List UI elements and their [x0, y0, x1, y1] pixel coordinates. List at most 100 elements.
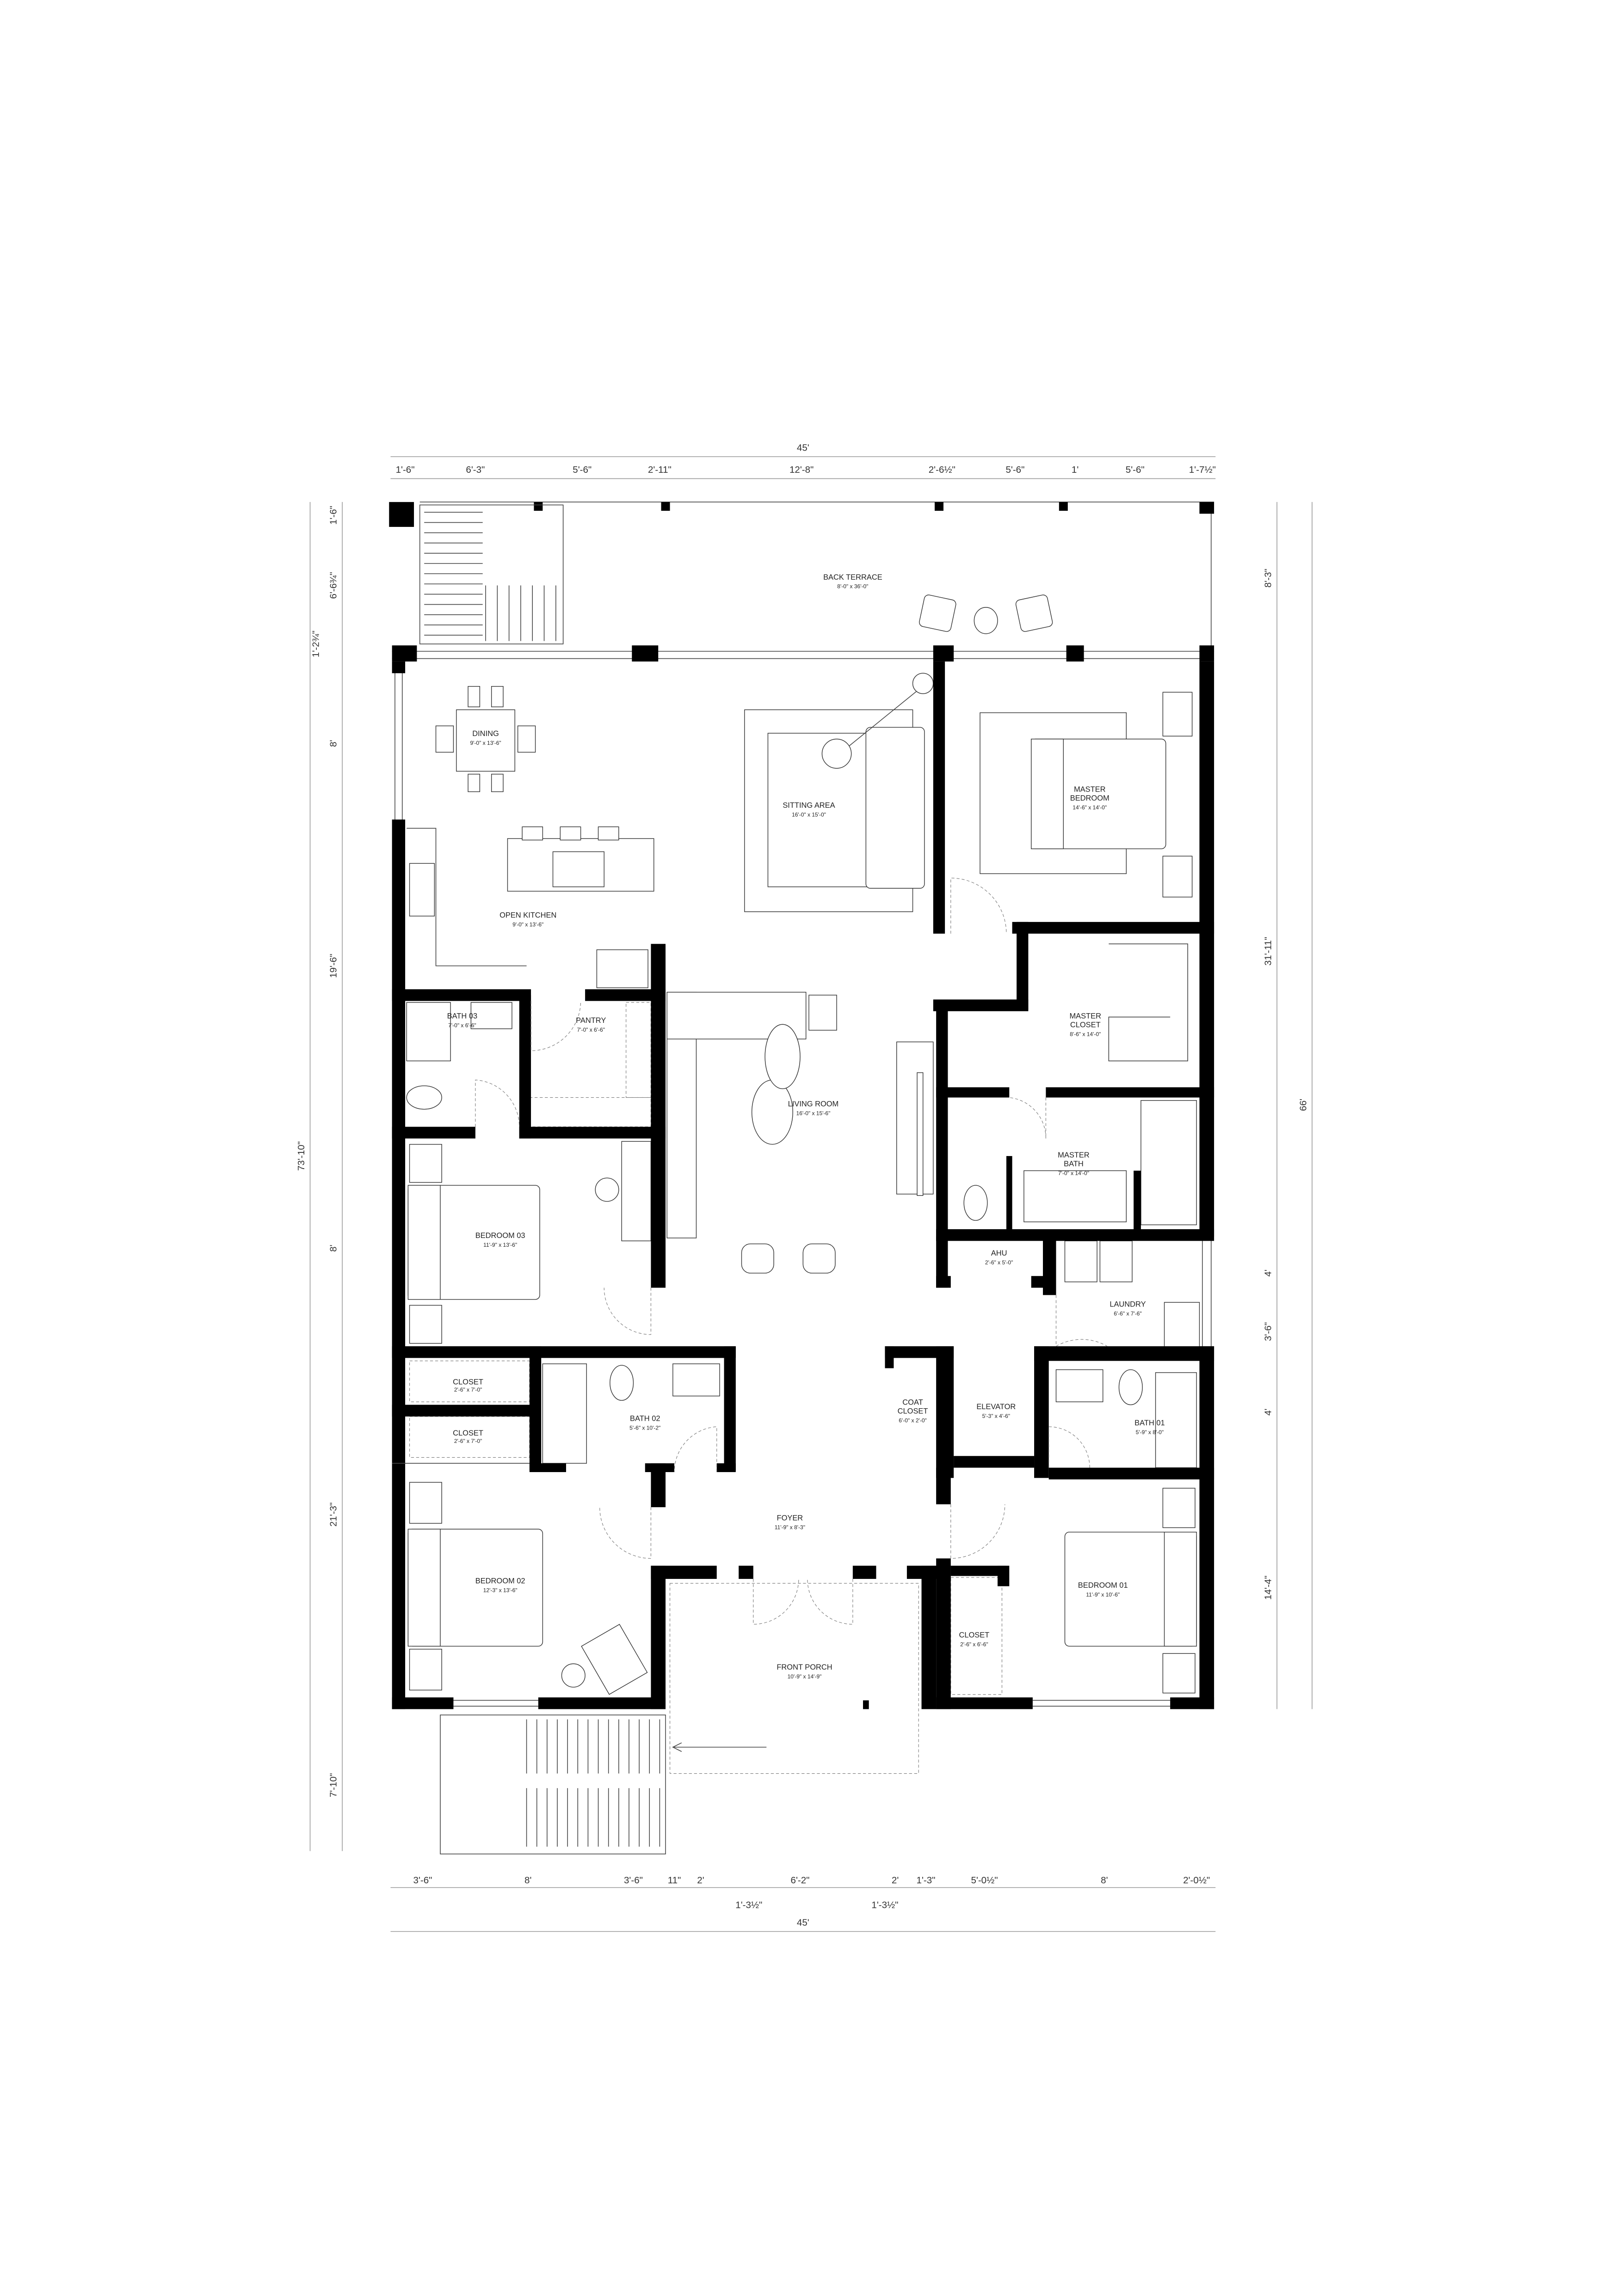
- back-terrace-area: [389, 501, 1214, 649]
- door-swing[interactable]: [530, 1001, 581, 1051]
- door-swing[interactable]: [1055, 1295, 1108, 1347]
- doors[interactable]: [475, 878, 1108, 1625]
- room-name: BEDROOM 02: [475, 1577, 525, 1585]
- dim-bottom: 3'-6": [413, 1875, 432, 1886]
- toilet: [406, 1085, 442, 1110]
- room-name: FOYER: [777, 1514, 803, 1522]
- room-size: 8'-6" x 14'-0": [1070, 1031, 1101, 1038]
- door-swing[interactable]: [950, 878, 1007, 934]
- door-swing[interactable]: [604, 1287, 651, 1335]
- bed-pillows: [407, 1185, 441, 1300]
- armchair: [741, 1243, 774, 1274]
- room-size: 5'-6" x 10'-2": [629, 1424, 660, 1431]
- dim-right: 4': [1263, 1269, 1273, 1276]
- room-name: CLOSET: [453, 1429, 483, 1437]
- nightstand: [1162, 1488, 1196, 1528]
- dim-top: 6'-3": [466, 464, 485, 475]
- room-name: CLOSET: [898, 1407, 928, 1416]
- room-size: 2'-6" x 7'-0": [454, 1386, 482, 1393]
- room-front-porch: FRONT PORCH 10'-9" x 14'-9": [777, 1663, 832, 1680]
- floor-lamp: [839, 684, 925, 754]
- door-swing[interactable]: [807, 1578, 853, 1625]
- nightstand: [1162, 692, 1193, 736]
- dining-chair: [491, 774, 504, 792]
- kitchen-counter: [407, 828, 527, 966]
- room-size: 6'-0" x 2'-0": [899, 1417, 926, 1424]
- dim-top: 5'-6": [1005, 464, 1024, 475]
- room-name: CLOSET: [453, 1378, 483, 1386]
- door-swing[interactable]: [1048, 1426, 1090, 1468]
- dining-chair: [517, 725, 536, 753]
- dim-bottom: 2'-0½": [1183, 1875, 1210, 1886]
- dim-right-total: 66': [1298, 1099, 1308, 1111]
- shower: [1155, 1372, 1197, 1468]
- dim-top-total: 45': [797, 442, 809, 453]
- room-size: 10'-9" x 14'-9": [788, 1673, 822, 1680]
- dim-left: 19'-6": [328, 954, 339, 978]
- dim-right: 3'-6": [1263, 1322, 1273, 1341]
- dining-chair: [435, 725, 454, 753]
- door-swing[interactable]: [753, 1578, 799, 1625]
- dim-bottom: 5'-0½": [971, 1875, 998, 1886]
- vanity-sink: [1055, 1369, 1103, 1402]
- toilet: [610, 1365, 634, 1401]
- rug-inner: [767, 733, 868, 887]
- lounge-chair: [581, 1624, 648, 1695]
- vanity-sink: [672, 1363, 720, 1397]
- bar-stool: [522, 826, 543, 841]
- bed-pillows: [1164, 1532, 1197, 1647]
- room-size: 7'-0" x 6'-6": [577, 1027, 605, 1033]
- dim-bottom: 8': [524, 1875, 531, 1886]
- room-name: BATH: [1064, 1160, 1084, 1168]
- room-name: BEDROOM 03: [475, 1232, 525, 1240]
- closet-shelving: [1108, 943, 1188, 1062]
- room-name: BATH 01: [1134, 1419, 1165, 1427]
- room-size: 6'-6" x 7'-6": [1114, 1311, 1141, 1317]
- room-name: MASTER: [1074, 785, 1106, 793]
- door-swing[interactable]: [674, 1426, 717, 1473]
- pantry-shelving: [529, 1097, 651, 1127]
- bed-bench: [1031, 738, 1064, 849]
- dryer: [1099, 1240, 1133, 1282]
- room-name: CLOSET: [1070, 1021, 1101, 1029]
- door-swing[interactable]: [475, 1079, 520, 1127]
- double-vanity: [1023, 1170, 1127, 1222]
- room-name: SITTING AREA: [783, 801, 835, 810]
- door-swing[interactable]: [1009, 1097, 1046, 1139]
- room-size: 9'-0" x 13'-6": [470, 740, 501, 746]
- room-name: MASTER: [1069, 1012, 1101, 1021]
- side-table: [561, 1663, 586, 1688]
- dim-left: 8': [328, 740, 339, 747]
- shower: [542, 1363, 587, 1464]
- dining-chair: [468, 686, 481, 707]
- sofa: [865, 727, 925, 889]
- door-swing[interactable]: [599, 1507, 651, 1559]
- shower: [406, 1002, 451, 1062]
- room-name: BEDROOM 01: [1078, 1581, 1128, 1590]
- dimensions-bottom: 3'-6" 8' 3'-6" 11" 2' 6'-2" 2' 1'-3" 5'-…: [390, 1875, 1216, 1932]
- dim-left-total: 73'-10": [296, 1141, 307, 1171]
- porch-decking: [669, 1583, 919, 1774]
- dining-chair: [491, 686, 504, 707]
- toilet: [1118, 1369, 1143, 1405]
- dim-left: 21'-3": [328, 1503, 339, 1527]
- dining-chair: [468, 774, 481, 792]
- dim-top: 1': [1072, 464, 1079, 475]
- toilet: [963, 1185, 988, 1221]
- room-size: 7'-0" x 14'-0": [1058, 1170, 1089, 1176]
- kitchen-sink: [552, 851, 604, 887]
- door-swing[interactable]: [950, 1504, 1005, 1559]
- room-name: FRONT PORCH: [777, 1663, 832, 1671]
- room-size: 8'-0" x 36'-0": [837, 583, 868, 590]
- room-size: 11'-9" x 13'-6": [483, 1242, 517, 1248]
